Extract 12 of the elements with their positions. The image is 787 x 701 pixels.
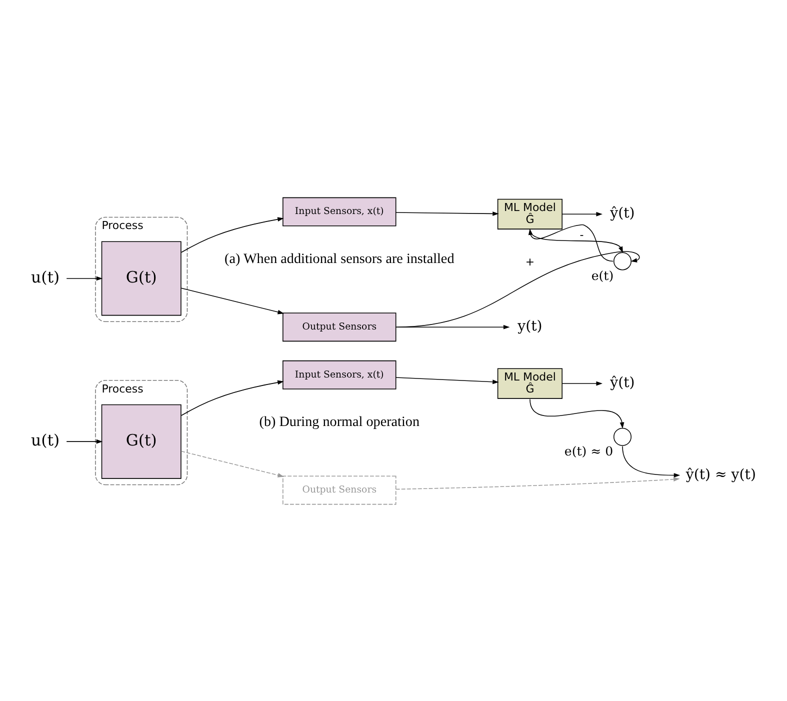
node-text: ŷ(t) [610, 205, 635, 222]
edge-label: + [525, 254, 535, 268]
edge-label: - [580, 228, 584, 242]
node-text: ŷ(t) ≈ y(t) [686, 466, 756, 482]
node-text: u(t) [30, 266, 60, 286]
node-text: y(t) [518, 318, 542, 334]
label: (a) When additional sensors are installed [224, 250, 454, 267]
node-label: e(t) ≈ 0 [564, 443, 614, 458]
label: (b) During normal operation [259, 414, 420, 430]
node-text: u(t) [30, 430, 60, 449]
node-label: e(t) [591, 267, 614, 282]
node-text: ŷ(t) [610, 374, 635, 390]
